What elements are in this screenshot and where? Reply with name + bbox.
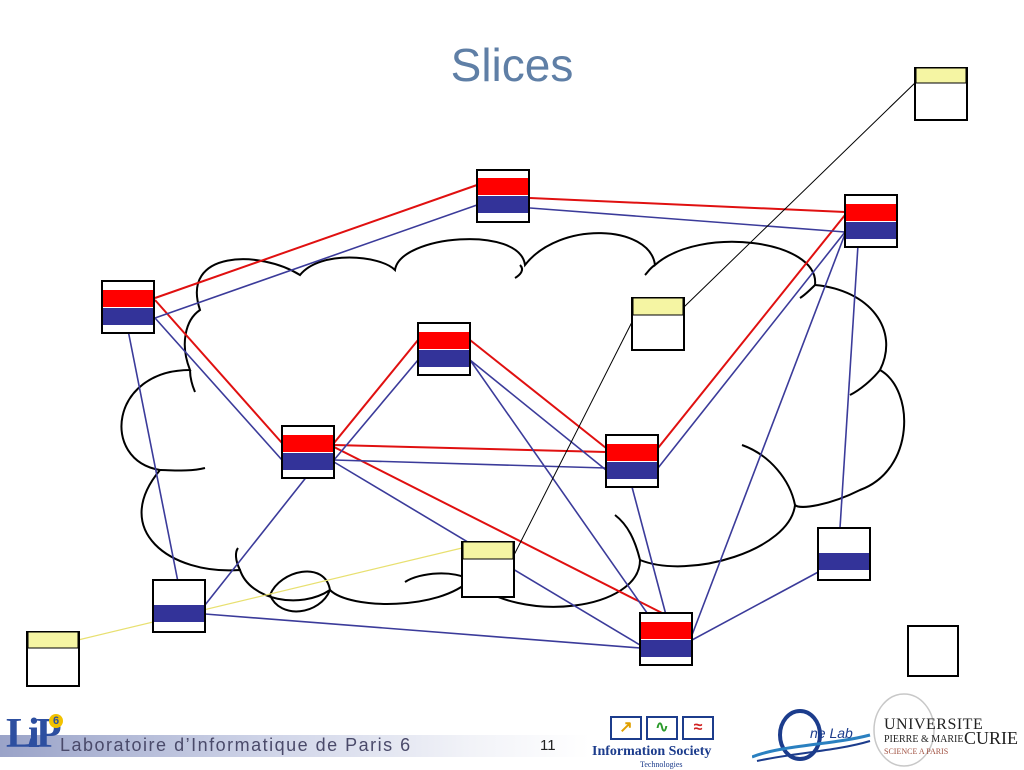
node-top-right[interactable]: [844, 194, 898, 248]
link: [512, 321, 633, 558]
lip6-logo: L i P 6: [6, 711, 63, 757]
ist-waves-icon: ≈: [682, 716, 714, 740]
link: [333, 459, 607, 469]
link: [691, 569, 823, 641]
link: [154, 204, 478, 319]
link: [154, 299, 283, 444]
node-top-center[interactable]: [476, 169, 530, 223]
link: [469, 359, 607, 471]
upmc-logo: UNIVERSITE PIERRE & MARIE CURIE SCIENCE …: [872, 690, 1024, 768]
ist-logo-text: Information Society: [592, 744, 712, 759]
link: [691, 233, 846, 636]
footer-bar: [0, 735, 590, 757]
node-left[interactable]: [101, 280, 155, 334]
ist-logo-subtext: Technologies: [640, 760, 683, 769]
link: [657, 231, 846, 469]
node-far-left-yellow[interactable]: [26, 631, 80, 687]
red-slice-links: [154, 184, 846, 616]
ist-logo: ↗ ∿ ≈ Information Society Technologies: [592, 712, 752, 769]
upmc-logo-line4: SCIENCE A PARIS: [884, 747, 949, 756]
node-center-right[interactable]: [605, 434, 659, 488]
node-center-left[interactable]: [281, 425, 335, 479]
link: [657, 214, 846, 449]
link: [333, 444, 607, 453]
link: [154, 184, 478, 299]
blue-slice-links: [127, 204, 859, 649]
link: [631, 486, 667, 616]
node-center-yellow[interactable]: [631, 297, 685, 351]
node-right[interactable]: [817, 527, 871, 581]
node-center-upper[interactable]: [417, 322, 471, 376]
link: [683, 79, 919, 308]
lab-name: Laboratoire d’Informatique de Paris 6: [60, 735, 412, 755]
onelab-swoosh-icon: [751, 709, 871, 762]
onelab-logo: ne Lab: [751, 705, 872, 765]
upmc-logo-line2: PIERRE & MARIE: [884, 734, 964, 745]
page-number: 11: [540, 737, 556, 754]
link: [469, 339, 607, 449]
link: [204, 474, 309, 606]
link: [333, 446, 667, 616]
node-bottom-left[interactable]: [152, 579, 206, 633]
node-lower-center-yellow[interactable]: [461, 541, 515, 598]
upmc-logo-line1: UNIVERSITE: [884, 716, 984, 733]
node-far-top-right[interactable]: [914, 67, 968, 121]
node-empty-bottom-right[interactable]: [907, 625, 959, 677]
slide-title: Slices: [450, 39, 574, 91]
link: [333, 359, 419, 461]
upmc-emblem-icon: [873, 693, 935, 767]
link: [529, 197, 846, 213]
link: [529, 207, 846, 233]
yellow-link: [77, 547, 463, 641]
link: [204, 613, 641, 649]
link: [333, 339, 419, 444]
upmc-logo-line3: CURIE: [964, 728, 1018, 748]
ist-wave-icon: ∿: [646, 716, 678, 740]
node-bottom-center[interactable]: [639, 612, 693, 666]
ist-arrow-icon: ↗: [610, 716, 642, 740]
link: [154, 317, 283, 461]
link: [127, 329, 179, 583]
onelab-logo-text: ne Lab: [810, 725, 853, 741]
link: [469, 359, 667, 641]
link: [839, 244, 859, 529]
black-links: [512, 79, 919, 558]
